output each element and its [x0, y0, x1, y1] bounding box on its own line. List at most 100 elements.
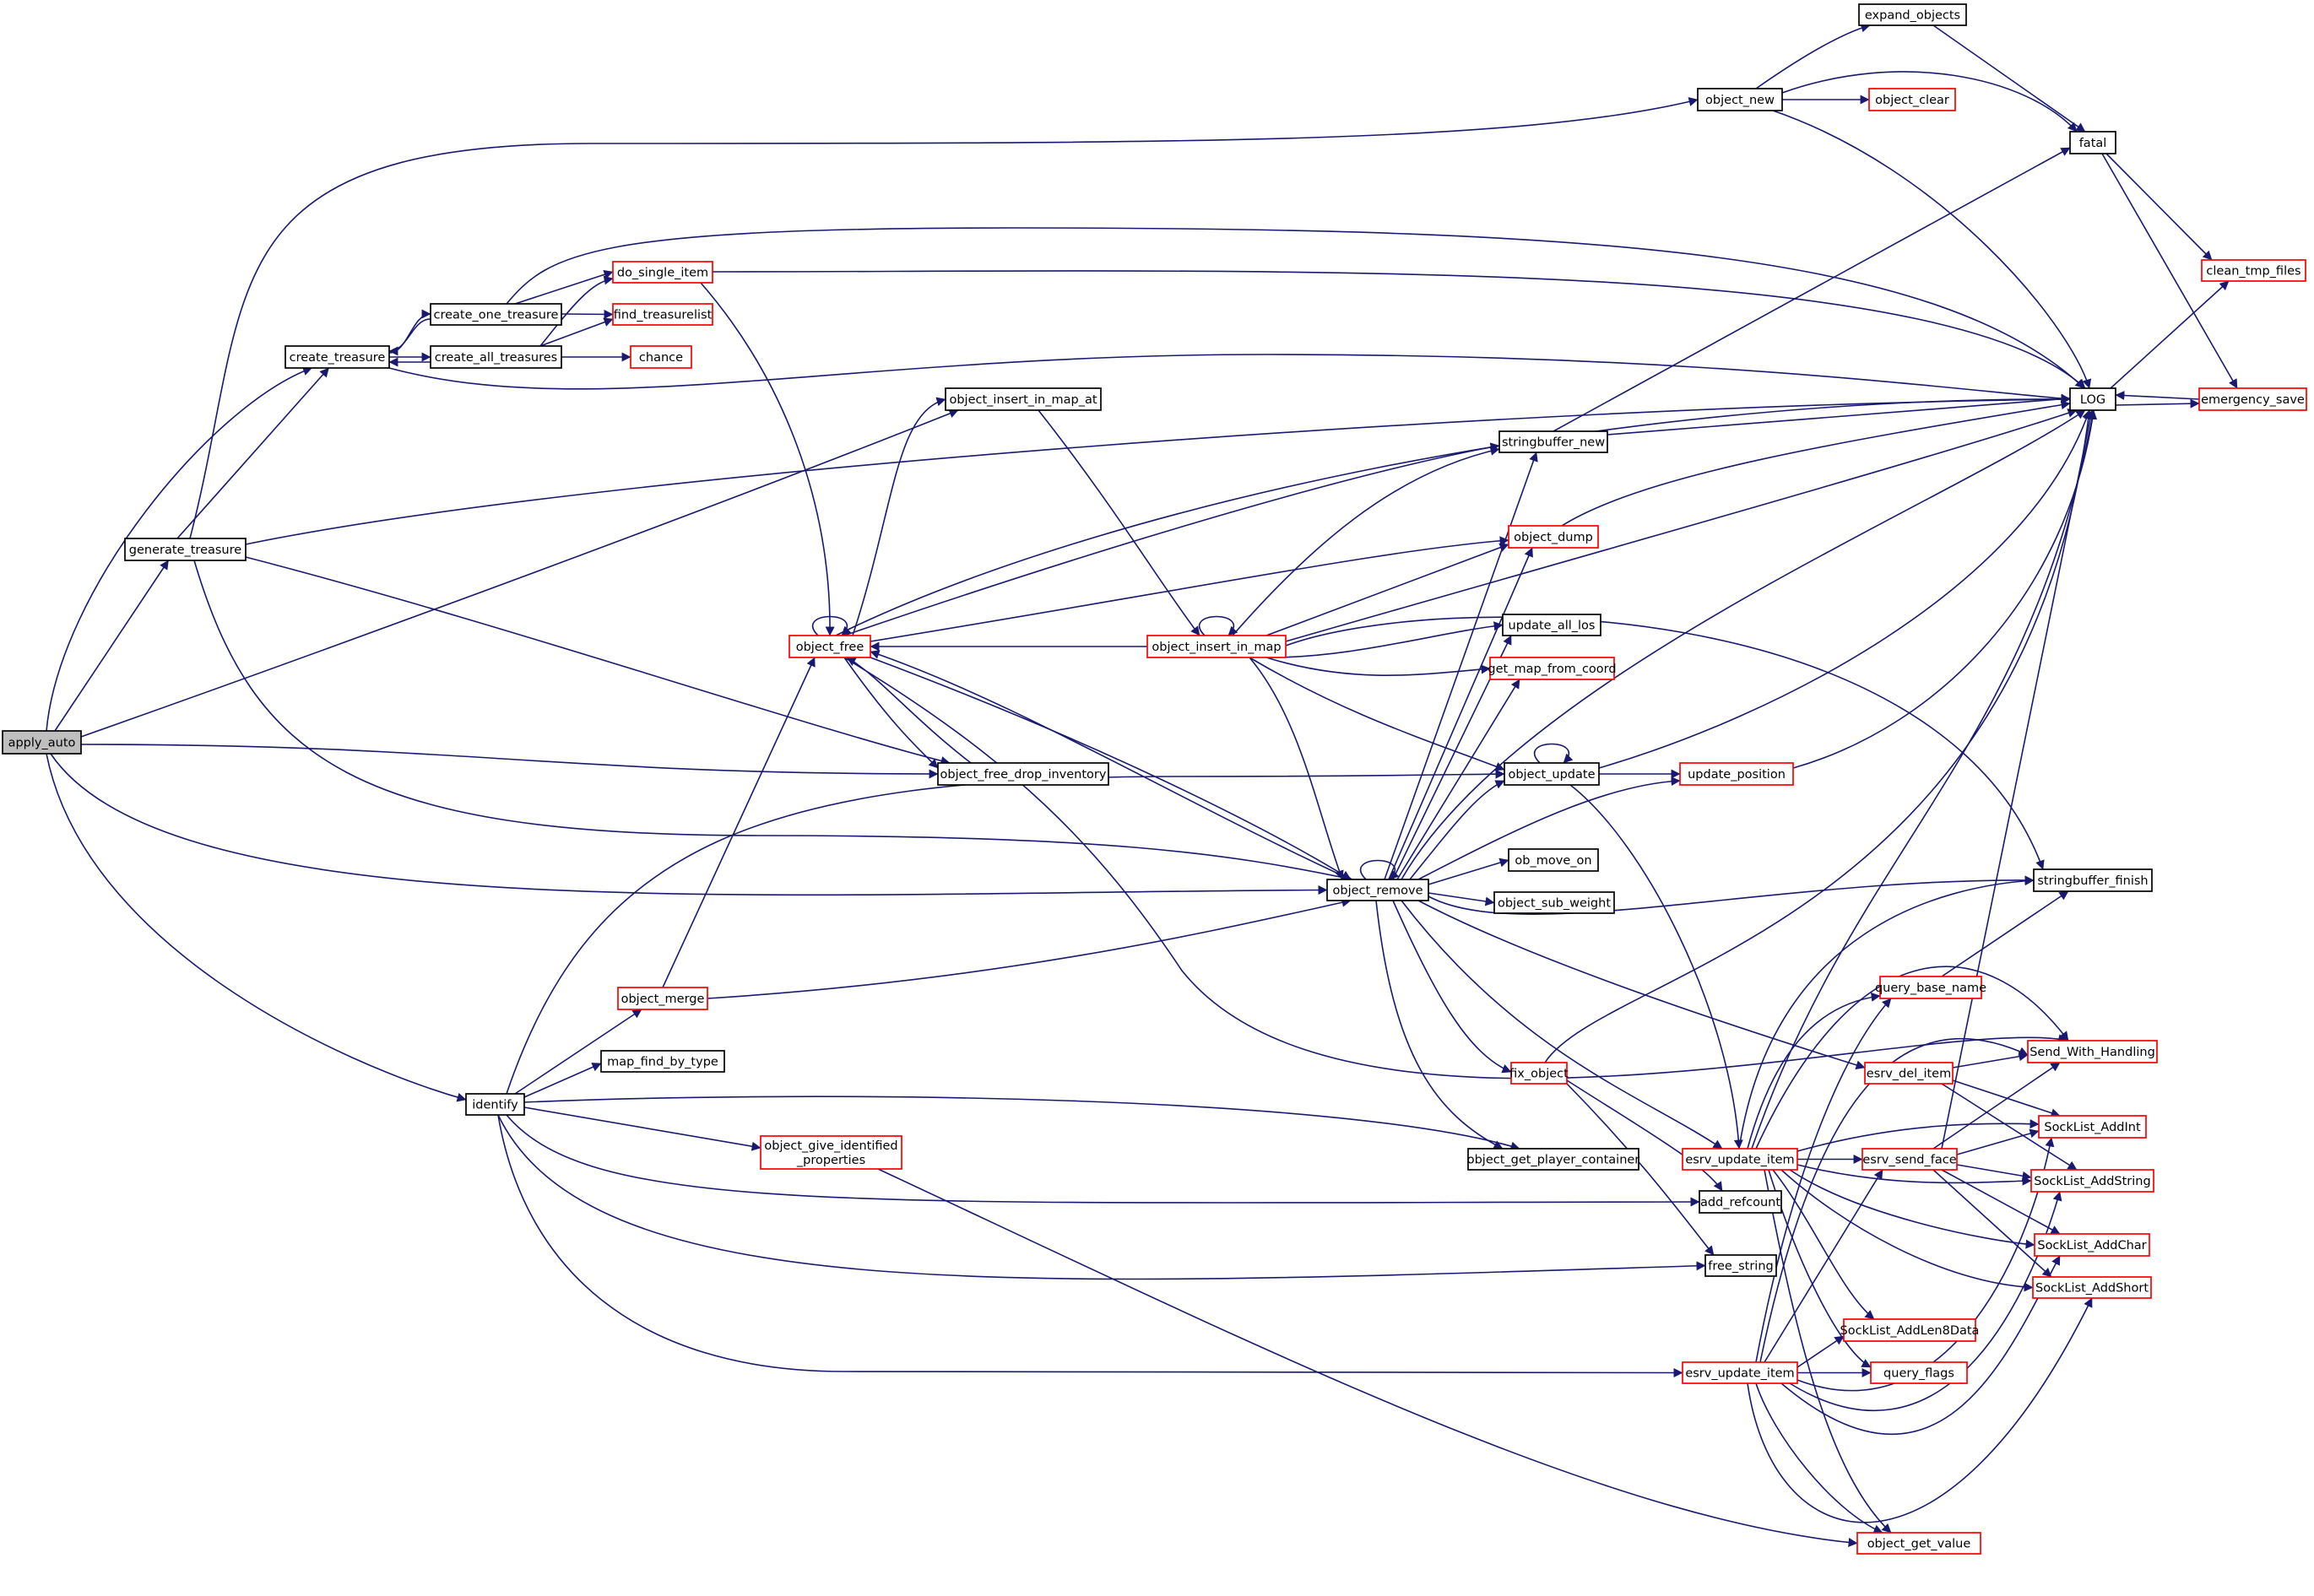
node-object_insert_in_map[interactable]: object_insert_in_map	[1146, 635, 1287, 658]
node-update_all_los[interactable]: update_all_los	[1502, 614, 1601, 636]
edge-identify-to-esrv_update_item_2	[497, 1114, 1683, 1378]
node-SockList_AddInt[interactable]: SockList_AddInt	[2038, 1115, 2147, 1139]
node-object_get_value[interactable]: object_get_value	[1856, 1532, 1981, 1555]
node-create_all_treasures[interactable]: create_all_treasures	[430, 345, 562, 369]
edge-object_remove-self	[1359, 859, 1400, 880]
node-object_sub_weight[interactable]: object_sub_weight	[1493, 891, 1615, 914]
edge-generate_treasure-to-object_free_drop_inventory	[245, 556, 951, 766]
node-box	[1326, 879, 1429, 901]
node-esrv_update_item_1[interactable]: esrv_update_item	[1682, 1148, 1798, 1171]
node-object_remove[interactable]: object_remove	[1326, 879, 1429, 901]
node-label: object_get_player_container	[1467, 1154, 1640, 1167]
node-box	[1858, 3, 1967, 26]
node-box	[2034, 1233, 2150, 1257]
node-label: object_update	[1508, 768, 1595, 782]
node-object_free[interactable]: object_free	[788, 635, 871, 658]
edge-object_remove-to-update_position	[1417, 776, 1681, 880]
node-apply_auto[interactable]: apply_auto	[2, 730, 82, 755]
node-object_merge[interactable]: object_merge	[617, 987, 708, 1010]
node-box	[612, 303, 713, 326]
node-label: ob_move_on	[1515, 854, 1591, 868]
edge-identify-to-free_string	[497, 1114, 1706, 1280]
edge-object_free-to-object_remove	[870, 657, 1352, 880]
node-identify[interactable]: identify	[465, 1093, 525, 1116]
edge-object_remove-to-object_dump	[1388, 547, 1533, 880]
edge-object_insert_in_map-to-stringbuffer_new	[1232, 446, 1500, 636]
node-chance[interactable]: chance	[630, 345, 692, 369]
node-box	[2030, 1169, 2154, 1193]
node-free_string[interactable]: free_string	[1704, 1254, 1777, 1277]
edge-object_remove-to-object_get_player_container	[1375, 900, 1504, 1150]
node-object_free_drop_inventory[interactable]: object_free_drop_inventory	[937, 762, 1109, 786]
node-emergency_save[interactable]: emergency_save	[2198, 387, 2307, 411]
node-ob_move_on[interactable]: ob_move_on	[1508, 848, 1599, 872]
node-SockList_AddShort[interactable]: SockList_AddShort	[2032, 1276, 2152, 1299]
node-label: stringbuffer_finish	[2037, 874, 2148, 888]
node-SockList_AddLen8Data[interactable]: SockList_AddLen8Data	[1840, 1318, 1980, 1342]
node-SockList_AddString[interactable]: SockList_AddString	[2030, 1169, 2154, 1193]
node-expand_objects[interactable]: expand_objects	[1858, 3, 1967, 26]
node-get_map_from_coord[interactable]: get_map_from_coord	[1488, 657, 1617, 680]
node-label: query_flags	[1883, 1367, 1954, 1381]
node-stringbuffer_new[interactable]: stringbuffer_new	[1498, 430, 1608, 453]
node-Send_With_Handling[interactable]: Send_With_Handling	[2027, 1040, 2158, 1063]
node-object_update[interactable]: object_update	[1504, 762, 1600, 786]
node-stringbuffer_finish[interactable]: stringbuffer_finish	[2033, 868, 2153, 892]
node-esrv_send_face[interactable]: esrv_send_face	[1861, 1148, 1958, 1171]
edge-object_free-to-LOG	[835, 394, 2071, 636]
node-box	[788, 635, 871, 658]
edge-identify-to-map_find_by_type	[523, 1063, 602, 1098]
edge-fatal-to-emergency_save	[2101, 153, 2238, 389]
node-box	[1498, 430, 1608, 453]
edge-object_free-to-object_insert_in_map_at	[852, 397, 946, 636]
node-box	[1682, 1148, 1798, 1171]
edge-object_new-to-fatal	[1781, 71, 2078, 133]
node-create_one_treasure[interactable]: create_one_treasure	[430, 303, 562, 326]
node-fix_object[interactable]: fix_object	[1509, 1062, 1569, 1085]
node-update_position[interactable]: update_position	[1679, 762, 1794, 786]
node-box	[1879, 976, 1982, 999]
node-box	[2032, 1276, 2152, 1299]
node-generate_treasure[interactable]: generate_treasure	[124, 538, 247, 561]
edge-generate_treasure-to-LOG	[245, 394, 2071, 545]
node-label: object_insert_in_map	[1152, 641, 1281, 654]
node-SockList_AddChar[interactable]: SockList_AddChar	[2034, 1233, 2150, 1257]
edge-object_insert_in_map-to-object_dump	[1265, 543, 1509, 636]
edge-esrv_send_face-to-SockList_AddChar	[1941, 1169, 2061, 1235]
node-box	[1682, 1361, 1798, 1384]
node-esrv_del_item[interactable]: esrv_del_item	[1864, 1062, 1954, 1085]
node-object_new[interactable]: object_new	[1697, 88, 1783, 111]
edge-do_single_item-to-LOG	[712, 270, 2086, 389]
node-fatal[interactable]: fatal	[2069, 131, 2116, 154]
node-label: object_merge	[621, 993, 705, 1006]
node-esrv_update_item_2[interactable]: esrv_update_item	[1682, 1361, 1798, 1384]
node-label: clean_tmp_files	[2206, 265, 2300, 279]
node-label: object_remove	[1333, 885, 1423, 898]
node-label: emergency_save	[2201, 393, 2305, 407]
edge-object_update-self	[1533, 743, 1574, 764]
edge-esrv_send_face-to-SockList_AddShort	[1932, 1169, 2052, 1278]
node-LOG[interactable]: LOG	[2069, 387, 2116, 411]
node-find_treasurelist[interactable]: find_treasurelist	[612, 303, 713, 326]
node-query_flags[interactable]: query_flags	[1870, 1361, 1968, 1384]
node-object_dump[interactable]: object_dump	[1508, 525, 1599, 549]
node-create_treasure[interactable]: create_treasure	[285, 345, 390, 369]
edge-esrv_update_item_2-to-SockList_AddShort	[1747, 1297, 2093, 1523]
edge-object_free-to-stringbuffer_new	[843, 442, 1500, 636]
node-add_refcount[interactable]: add_refcount	[1699, 1190, 1782, 1214]
node-map_find_by_type[interactable]: map_find_by_type	[600, 1050, 725, 1073]
edge-object_insert_in_map-to-stringbuffer_finish	[1285, 616, 2045, 870]
node-object_give_identified_properties[interactable]: object_give_identified_properties	[760, 1135, 902, 1170]
edge-esrv_del_item-to-Send_With_Handling	[1952, 1052, 2029, 1069]
node-label: esrv_send_face	[1862, 1154, 1956, 1167]
node-clean_tmp_files[interactable]: clean_tmp_files	[2201, 259, 2306, 282]
node-object_get_player_container[interactable]: object_get_player_container	[1467, 1148, 1640, 1171]
node-label: SockList_AddChar	[2037, 1239, 2146, 1252]
node-do_single_item[interactable]: do_single_item	[612, 261, 713, 284]
edge-object_free-to-object_dump	[870, 536, 1509, 642]
node-box	[1861, 1148, 1958, 1171]
node-query_base_name[interactable]: query_base_name	[1875, 976, 1986, 999]
node-object_insert_in_map_at[interactable]: object_insert_in_map_at	[945, 387, 1102, 411]
node-object_clear[interactable]: object_clear	[1868, 88, 1956, 111]
edge-esrv_update_item_1-to-LOG	[1751, 409, 2097, 1150]
